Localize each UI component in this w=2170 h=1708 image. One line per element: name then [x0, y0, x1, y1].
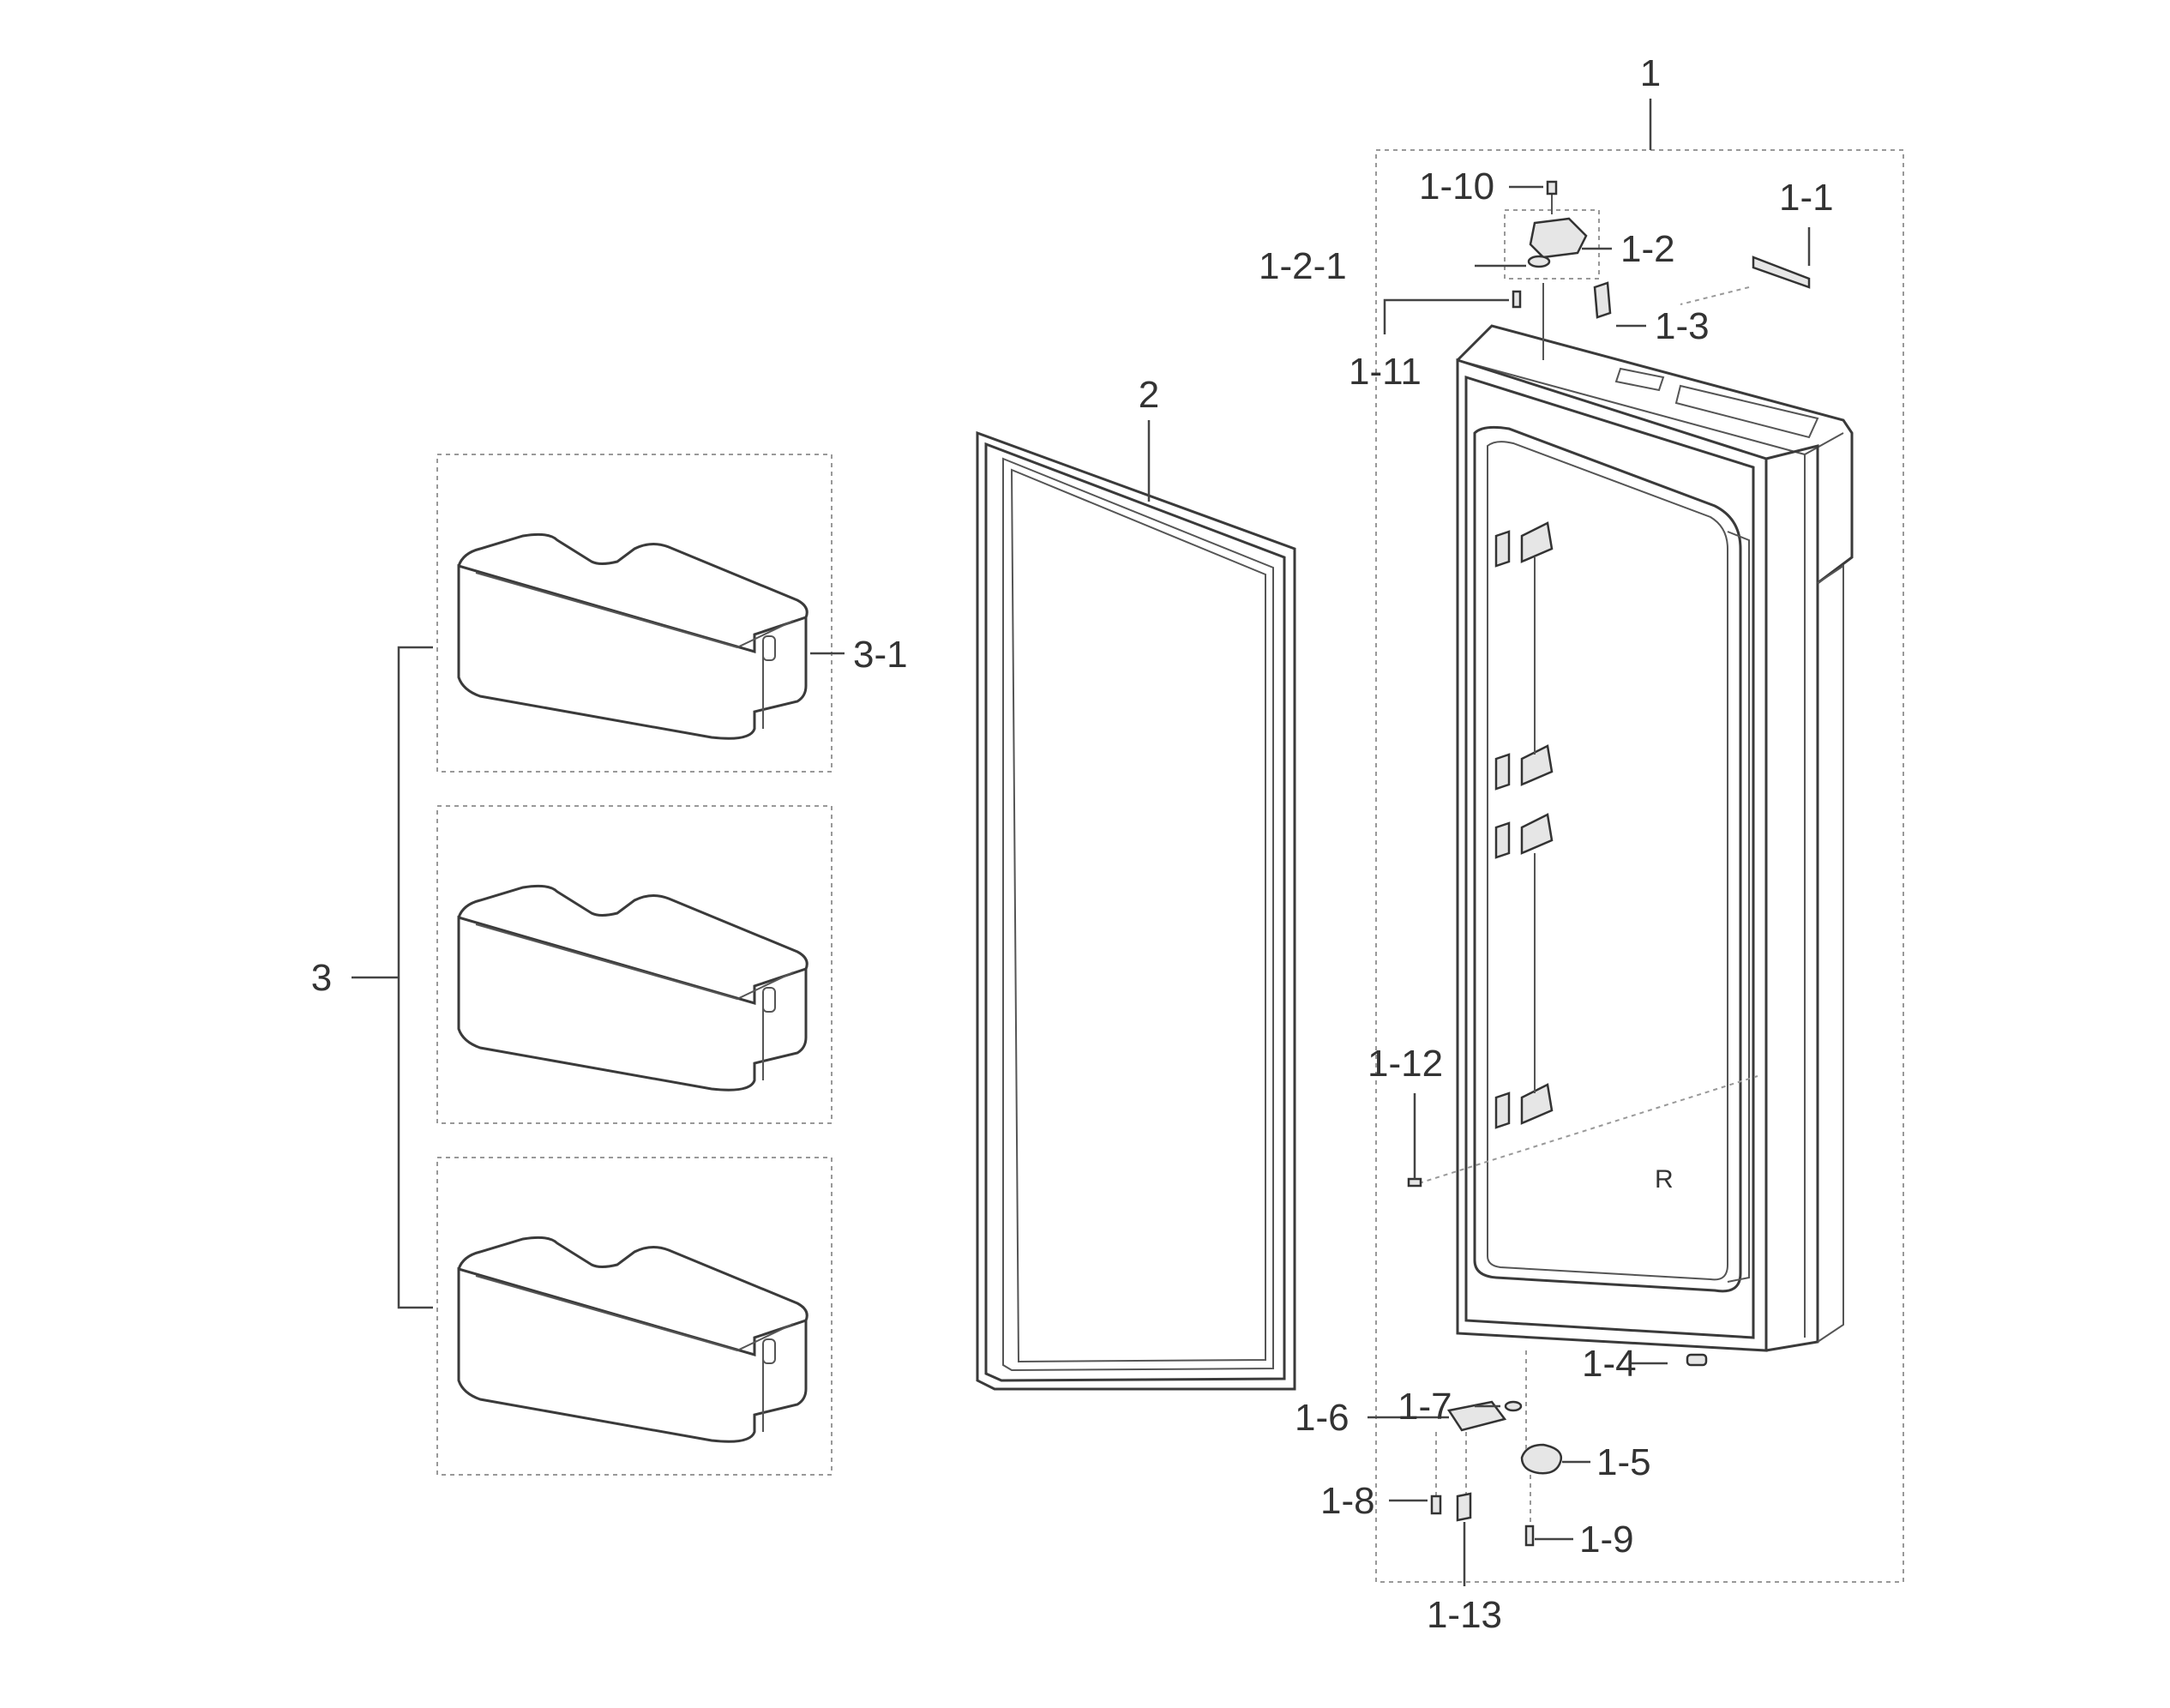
door-gasket	[976, 420, 1296, 1391]
leader-1-11	[1383, 298, 1509, 334]
label-1-3: 1-3	[1655, 305, 1710, 347]
bottom-hinge	[1407, 1075, 1758, 1547]
label-1: 1	[1640, 52, 1661, 94]
door-assembly	[1368, 99, 1904, 1586]
door-bin-bottom	[457, 1236, 808, 1443]
door-mark-r: R	[1655, 1165, 1674, 1194]
bin-bracket	[397, 646, 433, 1309]
label-3: 3	[311, 957, 332, 999]
label-1-10: 1-10	[1419, 165, 1494, 207]
label-1-12: 1-12	[1368, 1043, 1443, 1085]
label-1-6: 1-6	[1295, 1397, 1349, 1439]
label-1-4: 1-4	[1582, 1343, 1637, 1385]
label-1-1: 1-1	[1779, 177, 1834, 219]
bin-box-middle	[436, 805, 833, 1124]
door-bin-top	[457, 532, 808, 740]
label-1-9: 1-9	[1579, 1519, 1634, 1561]
label-1-7: 1-7	[1398, 1386, 1452, 1428]
label-1-5: 1-5	[1596, 1441, 1651, 1483]
label-1-2-1: 1-2-1	[1259, 245, 1347, 287]
label-1-13: 1-13	[1427, 1594, 1502, 1636]
label-1-8: 1-8	[1320, 1480, 1375, 1522]
bin-box-top	[436, 454, 833, 773]
bin-box-bottom	[436, 1157, 833, 1476]
door-bin-group	[352, 454, 845, 1476]
shelf-supports	[1494, 521, 1554, 1129]
label-3-1: 3-1	[853, 634, 908, 676]
callout-labels: 1 1-10 1-1 1-2 1-2-1 1-3 1-11 2 3-1 3 1-…	[311, 52, 1834, 1636]
assembly-box	[1375, 149, 1904, 1583]
label-1-11: 1-11	[1349, 351, 1422, 393]
top-hinge	[1504, 180, 1811, 360]
label-1-2: 1-2	[1620, 228, 1675, 270]
door-bin-middle	[457, 884, 808, 1092]
label-2: 2	[1139, 374, 1159, 416]
